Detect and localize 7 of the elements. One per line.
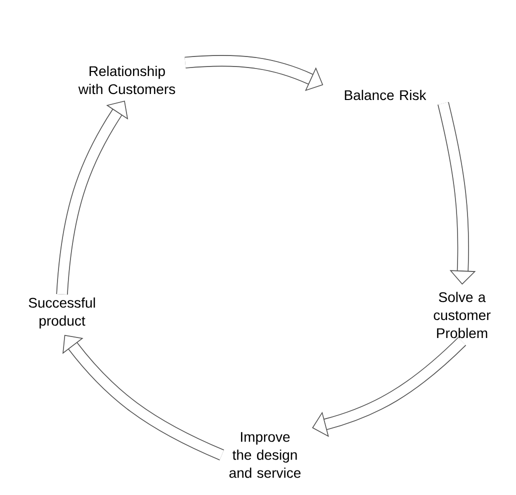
step-label: Balance Risk xyxy=(344,90,426,100)
block-arrow xyxy=(312,337,466,438)
block-arrow xyxy=(62,334,224,460)
step-label: Relationship with Customers xyxy=(78,66,176,94)
step-label: Successful product xyxy=(28,297,95,329)
step-label: Solve a customer Problem xyxy=(434,292,491,338)
step-label: Improve the design and service xyxy=(229,432,301,478)
